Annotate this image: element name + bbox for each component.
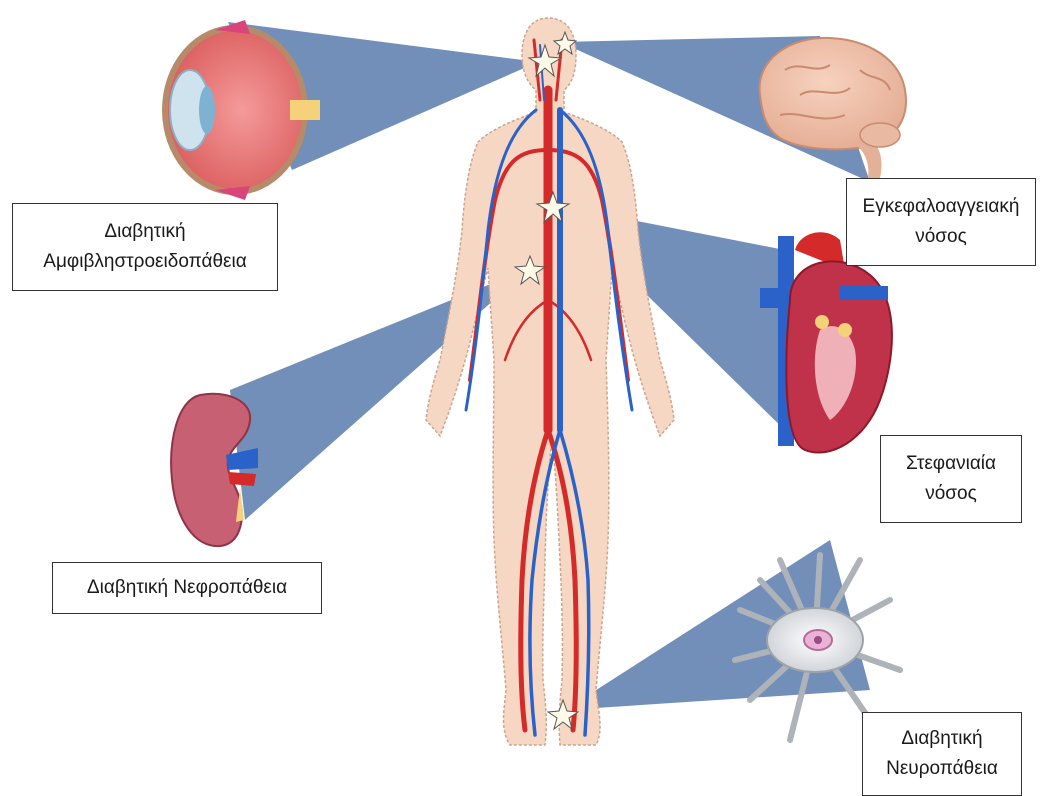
retinopathy-line2: Αμφιβληστροειδοπάθεια	[13, 247, 277, 277]
beam-kidney	[230, 268, 530, 520]
label-cerebrovascular: Εγκεφαλοαγγειακή νόσος	[846, 178, 1036, 266]
label-retinopathy: Διαβητική Αμφιβληστροειδοπάθεια	[12, 203, 278, 291]
cerebrovascular-line2: νόσος	[847, 222, 1035, 252]
cerebrovascular-line1: Εγκεφαλοαγγειακή	[847, 192, 1035, 222]
retinopathy-line1: Διαβητική	[13, 217, 277, 247]
coronary-line2: νόσος	[881, 479, 1021, 509]
human-body-figure	[426, 18, 674, 745]
label-nephropathy: Διαβητική Νεφροπάθεια	[52, 562, 322, 614]
label-neuropathy: Διαβητική Νευροπάθεια	[862, 712, 1022, 796]
neuropathy-line2: Νευροπάθεια	[863, 754, 1021, 784]
label-coronary: Στεφανιαία νόσος	[880, 435, 1022, 523]
neuropathy-line1: Διαβητική	[863, 724, 1021, 754]
coronary-line1: Στεφανιαία	[881, 449, 1021, 479]
nephropathy-line1: Διαβητική Νεφροπάθεια	[53, 573, 321, 603]
